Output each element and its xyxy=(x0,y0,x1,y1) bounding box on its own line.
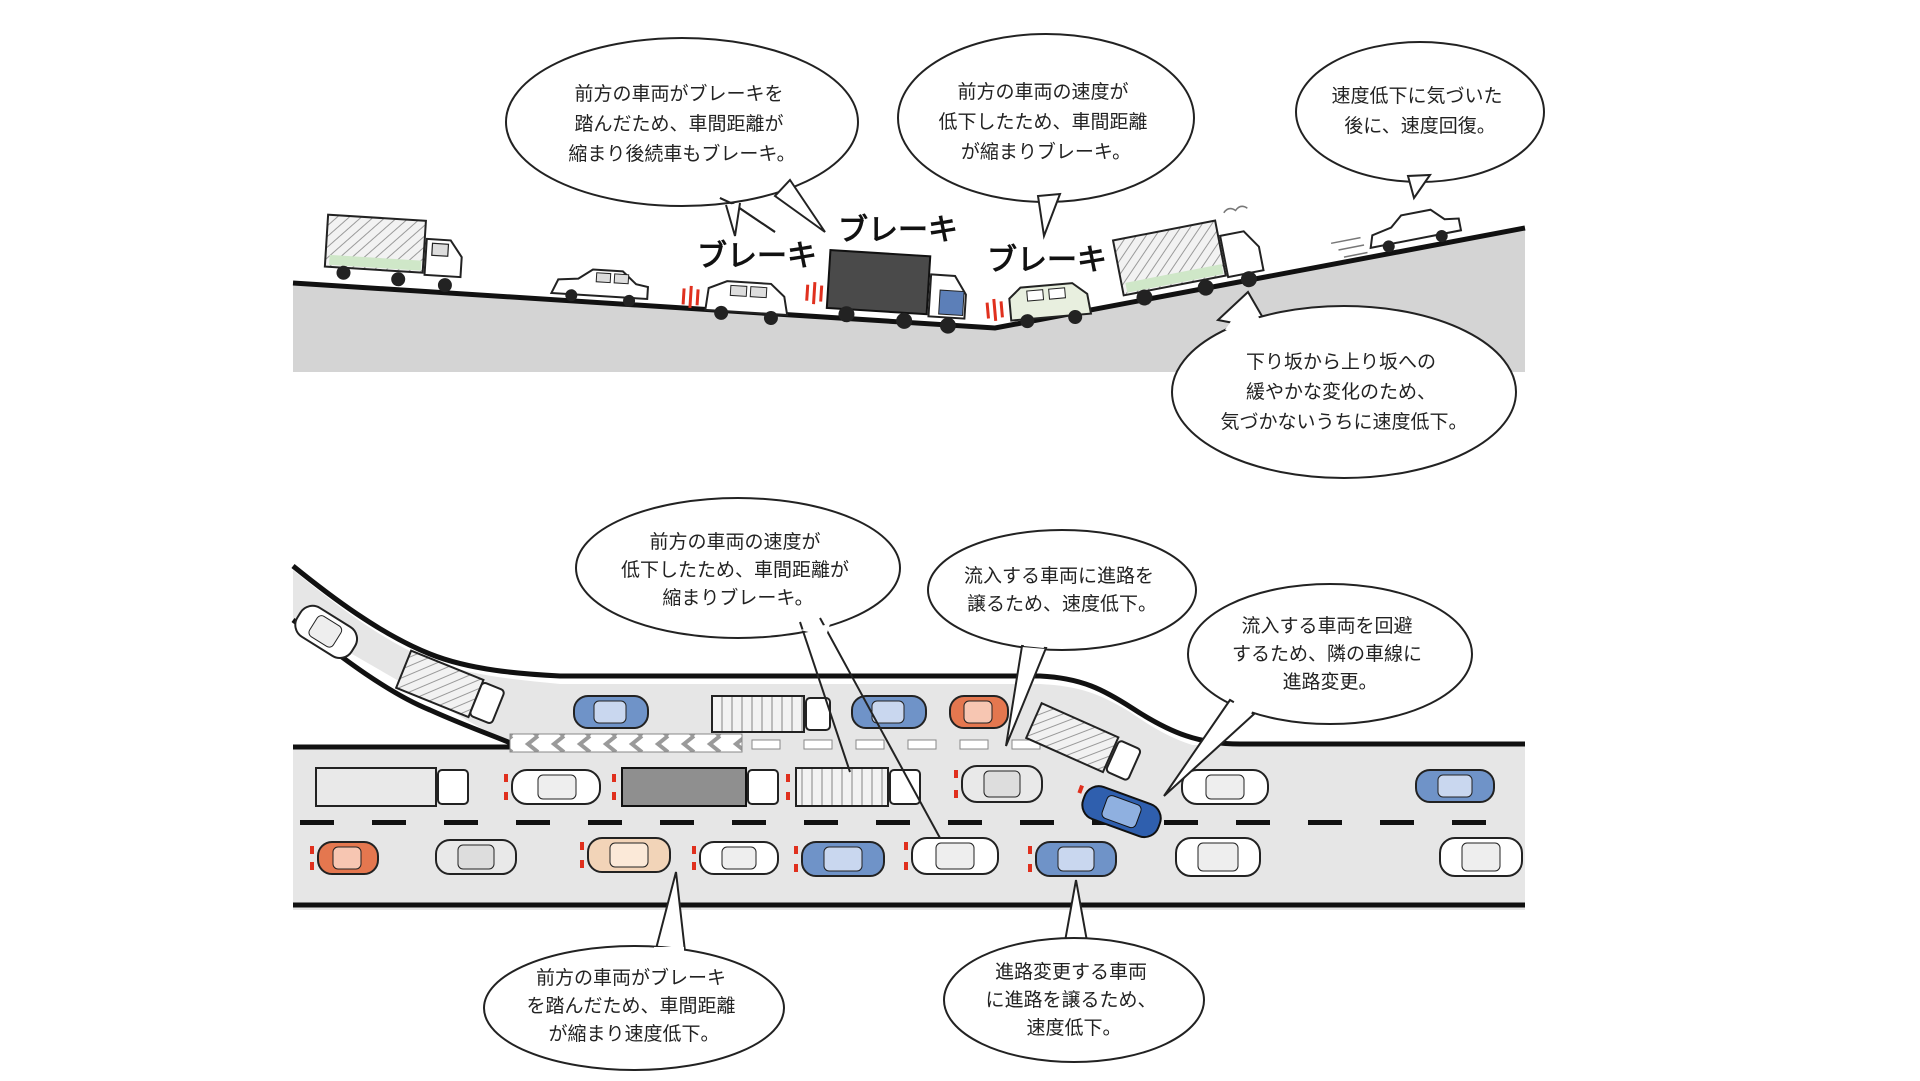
truck-left xyxy=(323,213,463,293)
ramp-car-blue-1 xyxy=(573,695,649,729)
bubble-text: 前方の車両の速度が 低下したため、車間距離が 縮まりブレーキ。 xyxy=(621,531,855,609)
ramp-truck-2 xyxy=(711,695,831,733)
lane-changing-car-blue xyxy=(1077,784,1162,839)
lane-markings xyxy=(300,820,1486,825)
bubble-bottom-2: 流入する車両に進路を 譲るため、速度低下。 xyxy=(927,529,1197,747)
lower-lane-car-peach xyxy=(580,837,671,873)
truck-climbing xyxy=(1111,205,1265,306)
braking-truck xyxy=(805,249,967,334)
lower-lane-car-blue-2 xyxy=(1028,841,1117,877)
bubble-text: 前方の車両がブレーキ を踏んだため、車間距離 が縮まり速度低下。 xyxy=(526,966,741,1045)
ramp-outer-edge xyxy=(291,564,1525,747)
bubble-bottom-4: 前方の車両がブレーキ を踏んだため、車間距離 が縮まり速度低下。 xyxy=(483,871,785,1071)
bubble-text: 下り坂から上り坂への 緩やかな変化のため、 気づかないうちに速度低下。 xyxy=(1220,351,1467,433)
bubble-top-4: 下り坂から上り坂への 緩やかな変化のため、 気づかないうちに速度低下。 xyxy=(1171,290,1517,479)
upper-lane-car-blue xyxy=(1415,769,1495,803)
sedan-white-top xyxy=(549,268,650,307)
bubble-top-3: 速度低下に気づいた 後に、速度回復。 xyxy=(1295,41,1545,201)
bubble-bottom-3: 流入する車両を回避 するため、隣の車線に 進路変更。 xyxy=(1163,583,1473,797)
road-surface-line xyxy=(292,225,1526,331)
lower-lane-car-white-4 xyxy=(1439,837,1523,877)
lower-lane-car-white-2 xyxy=(904,837,999,875)
lower-lane-car-grey xyxy=(435,839,517,875)
bubble-text: 流入する車両を回避 するため、隣の車線に 進路変更。 xyxy=(1232,615,1428,693)
brake-label-3: ブレーキ xyxy=(987,243,1107,278)
bubble-top-2: 前方の車両の速度が 低下したため、車間距離 が縮まりブレーキ。 xyxy=(897,33,1195,240)
bubble-bottom-1: 前方の車両の速度が 低下したため、車間距離が 縮まりブレーキ。 xyxy=(575,497,941,839)
bubble-top-1: 前方の車両がブレーキを 踏んだため、車間距離が 縮まり後続車もブレーキ。 xyxy=(505,37,859,237)
upper-lane-car-3 xyxy=(1181,769,1269,805)
bubble-text: 前方の車両の速度が 低下したため、車間距離 が縮まりブレーキ。 xyxy=(938,81,1153,163)
brake-light-marks xyxy=(681,285,700,308)
upper-lane-car-2 xyxy=(954,765,1043,803)
lower-lane-car-white-3 xyxy=(1175,837,1261,877)
lower-lane-car-white-1 xyxy=(692,841,779,875)
merge-section-diagram: 前方の車両の速度が 低下したため、車間距離が 縮まりブレーキ。 流入する車両に進… xyxy=(291,497,1525,1071)
lower-lane-car-blue-1 xyxy=(794,841,885,877)
bubble-text: 速度低下に気づいた 後に、速度回復。 xyxy=(1331,85,1508,137)
merge-chevron-zone xyxy=(509,733,743,753)
upper-lane-truck-dark xyxy=(612,767,779,807)
lower-lane-car-orange xyxy=(310,841,379,875)
braking-car-1 xyxy=(681,280,789,325)
bubble-text: 流入する車両に進路を 譲るため、速度低下。 xyxy=(964,565,1160,615)
ramp-car-1 xyxy=(294,604,359,659)
upper-lane-truck-3 xyxy=(786,767,921,807)
recovering-car xyxy=(1330,208,1463,258)
brake-label-1: ブレーキ xyxy=(697,239,817,274)
upper-lane-car-1 xyxy=(504,769,601,805)
bubble-text: 前方の車両がブレーキを 踏んだため、車間距離が 縮まり後続車もブレーキ。 xyxy=(568,82,795,165)
ramp-car-blue-2 xyxy=(851,695,927,729)
brake-label-2: ブレーキ xyxy=(838,213,958,248)
braking-car-2 xyxy=(985,282,1093,329)
ramp-truck-1 xyxy=(394,649,505,724)
merging-truck xyxy=(1024,701,1142,781)
bubble-bottom-5: 進路変更する車両 に進路を譲るため、 速度低下。 xyxy=(943,879,1205,1063)
bubble-text: 進路変更する車両 に進路を譲るため、 速度低下。 xyxy=(985,961,1162,1039)
ramp-car-orange xyxy=(949,695,1009,729)
sag-section-diagram: ブレーキ ブレーキ ブレーキ 前方の車両がブレーキを 踏んだため、車間距離が 縮… xyxy=(292,33,1545,479)
brake-light-marks xyxy=(805,282,824,305)
brake-light-marks xyxy=(985,298,1004,322)
upper-lane-truck-1 xyxy=(315,767,469,807)
